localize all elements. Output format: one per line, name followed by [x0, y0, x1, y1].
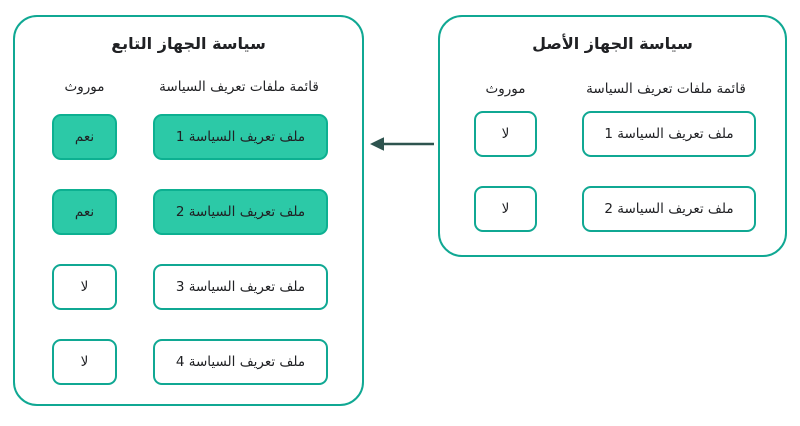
- inherited-column-header: موروث: [485, 81, 526, 97]
- child-panel-title: سياسة الجهاز التابع: [111, 34, 266, 53]
- child-panel-headers: قائمة ملفات تعريف السياسة موروث: [15, 79, 362, 95]
- policy-row: ملف تعريف السياسة 2 لا: [474, 186, 756, 232]
- inherited-value-box: لا: [474, 111, 537, 157]
- policy-row: ملف تعريف السياسة 1 نعم: [52, 114, 328, 160]
- policy-row: ملف تعريف السياسة 1 لا: [474, 111, 756, 157]
- inherited-value-box: لا: [52, 339, 117, 385]
- policy-row: ملف تعريف السياسة 3 لا: [52, 264, 328, 310]
- inheritance-arrow: [370, 137, 434, 151]
- inherited-value-box: لا: [52, 264, 117, 310]
- policy-profile-box: ملف تعريف السياسة 1: [153, 114, 328, 160]
- policy-row: ملف تعريف السياسة 2 نعم: [52, 189, 328, 235]
- policy-profiles-list-header: قائمة ملفات تعريف السياسة: [586, 81, 746, 97]
- policy-profiles-list-header: قائمة ملفات تعريف السياسة: [159, 79, 319, 95]
- policy-profile-box: ملف تعريف السياسة 2: [582, 186, 756, 232]
- child-device-policy-panel: سياسة الجهاز التابع قائمة ملفات تعريف ال…: [13, 15, 364, 406]
- policy-row: ملف تعريف السياسة 4 لا: [52, 339, 328, 385]
- parent-panel-headers: قائمة ملفات تعريف السياسة موروث: [440, 81, 785, 97]
- parent-panel-title: سياسة الجهاز الأصل: [532, 34, 693, 53]
- policy-profile-box: ملف تعريف السياسة 2: [153, 189, 328, 235]
- inherited-value-box: نعم: [52, 189, 117, 235]
- arrow-head: [370, 137, 384, 151]
- policy-profile-box: ملف تعريف السياسة 4: [153, 339, 328, 385]
- inherited-value-box: لا: [474, 186, 537, 232]
- inherited-column-header: موروث: [64, 79, 105, 95]
- inherited-value-box: نعم: [52, 114, 117, 160]
- policy-profile-box: ملف تعريف السياسة 1: [582, 111, 756, 157]
- policy-profile-box: ملف تعريف السياسة 3: [153, 264, 328, 310]
- parent-device-policy-panel: سياسة الجهاز الأصل قائمة ملفات تعريف الس…: [438, 15, 787, 257]
